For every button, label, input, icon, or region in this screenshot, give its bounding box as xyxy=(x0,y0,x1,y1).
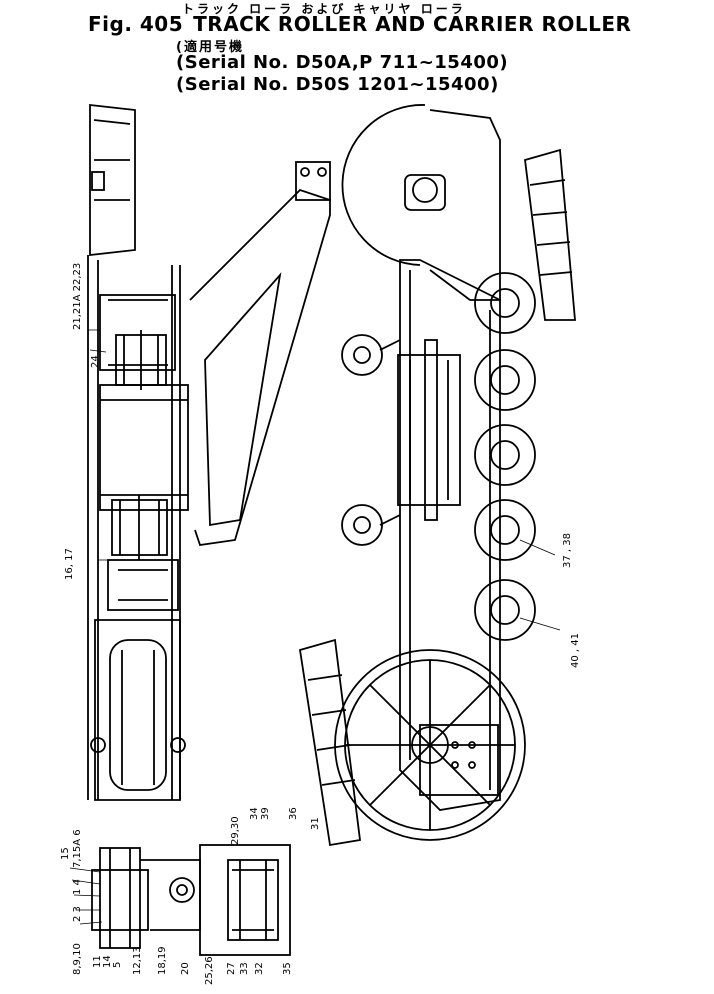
callout-8-9-10: 8,9,10 xyxy=(72,943,83,975)
callout-labels: 21,21A 22,23 24 16, 17 37 , 38 40 , 41 1… xyxy=(60,263,581,985)
callout-37-38: 37 , 38 xyxy=(562,533,573,568)
callout-24: 24 xyxy=(90,355,101,368)
figure-title: Fig. 405 TRACK ROLLER AND CARRIER ROLLER xyxy=(88,12,631,36)
callout-12-13: 12,13 xyxy=(132,946,143,975)
callout-29-30: 29,30 xyxy=(230,816,241,845)
figure-title-text: TRACK ROLLER AND CARRIER ROLLER xyxy=(193,12,632,36)
callout-1-4: 1 4 xyxy=(72,879,83,895)
callout-21-23: 21,21A 22,23 xyxy=(72,263,83,330)
carrier-roller-section xyxy=(91,844,291,956)
callout-14: 14 xyxy=(102,955,113,968)
figure-number: Fig. 405 xyxy=(88,12,184,36)
figure-header: トラック ローラ および キャリヤ ローラ Fig. 405 TRACK ROLL… xyxy=(0,0,714,100)
callout-36: 36 xyxy=(288,807,299,820)
callout-20: 20 xyxy=(180,962,191,975)
callout-27: 27 xyxy=(226,962,237,975)
callout-2-3: 2 3 xyxy=(72,906,83,922)
callout-34: 34 xyxy=(249,807,260,820)
callout-11: 11 xyxy=(92,955,103,968)
callout-15: 15 xyxy=(60,847,71,860)
japanese-title: トラック ローラ および キャリヤ ローラ xyxy=(182,2,466,16)
callout-39: 39 xyxy=(260,807,271,820)
leader-lines xyxy=(69,329,561,925)
serial-range-1: (Serial No. D50A,P 711~15400) xyxy=(176,52,509,73)
serial-range-2: (Serial No. D50S 1201~15400) xyxy=(176,74,499,95)
callout-33: 33 xyxy=(239,962,250,975)
callout-5: 5 xyxy=(112,962,123,968)
callout-18-19: 18,19 xyxy=(157,946,168,975)
track-frame-top-view xyxy=(87,103,331,801)
callout-35: 35 xyxy=(282,962,293,975)
track-frame-side-view xyxy=(298,104,576,847)
callout-7-15a-6: 7,15A 6 xyxy=(72,829,83,868)
callout-40-41: 40 , 41 xyxy=(570,633,581,668)
applicable-models-label: (適用号機 xyxy=(176,40,244,55)
callout-32: 32 xyxy=(254,962,265,975)
callout-31: 31 xyxy=(310,817,321,830)
callout-25-26: 25,26 xyxy=(204,956,215,985)
callout-16-17: 16, 17 xyxy=(64,548,75,580)
